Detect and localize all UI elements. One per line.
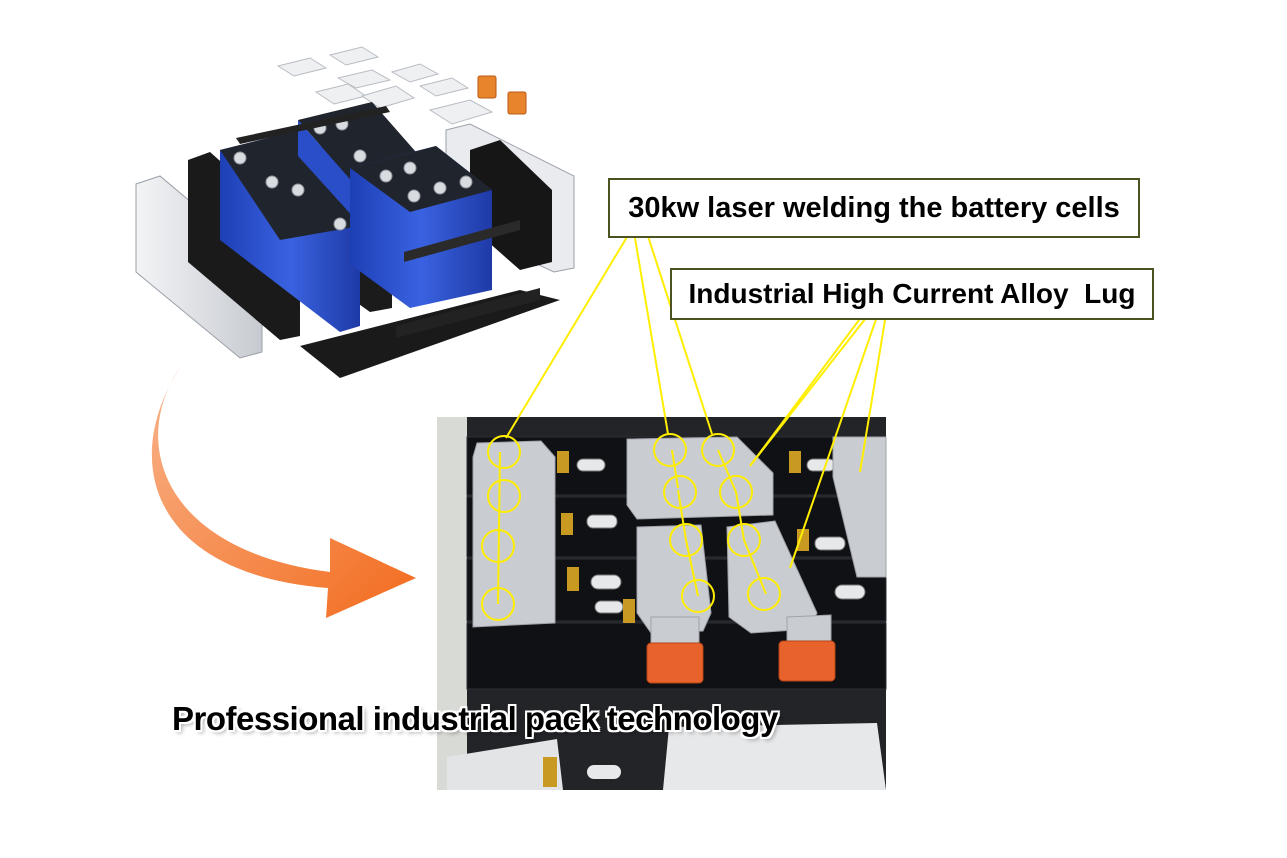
battery-pack-welding-photo [437, 417, 887, 790]
callout-alloy-lug: Industrial High Current Alloy Lug [670, 268, 1154, 320]
callout-laser-welding: 30kw laser welding the battery cells [608, 178, 1140, 238]
callout-alloy-lug-text: Industrial High Current Alloy Lug [688, 278, 1136, 309]
caption-pack-technology: Professional industrial pack technology [172, 700, 778, 737]
curved-arrow-icon [151, 368, 417, 618]
callout-laser-welding-text: 30kw laser welding the battery cells [628, 191, 1120, 224]
battery-pack-exploded-illustration [135, 46, 575, 378]
